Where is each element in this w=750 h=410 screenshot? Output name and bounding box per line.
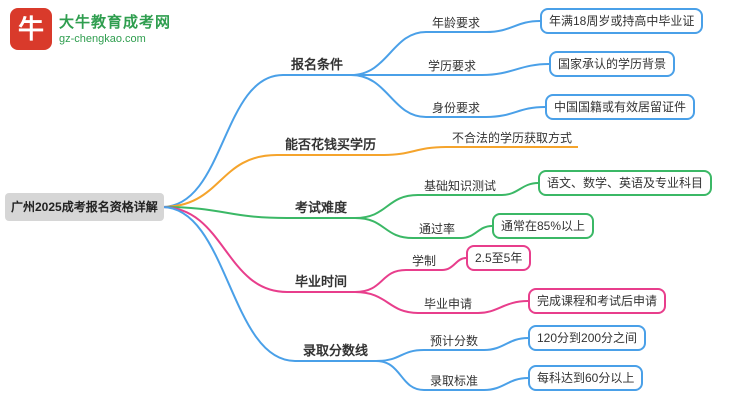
mindmap-root: 广州2025成考报名资格详解 [5,193,164,221]
node-education-requirement: 学历要求 [422,58,482,76]
logo-bull-icon: 牛 [10,8,52,50]
leaf-study-duration-value: 2.5至5年 [466,245,532,271]
node-graduation-application: 毕业申请 [418,296,478,314]
branch1-connectors [161,20,550,208]
leaf-estimated-score-value: 120分到200分之间 [528,325,647,351]
branch5-connectors [161,206,529,391]
branch-buy-diploma: 能否花钱买学历 [277,136,384,156]
leaf-admission-standard-value: 每科达到60分以上 [528,365,644,391]
node-admission-standard: 录取标准 [424,373,484,391]
node-study-duration: 学制 [406,253,442,271]
branch2-connectors [161,146,447,208]
branch3-connectors [161,182,539,239]
node-pass-rate: 通过率 [413,221,461,239]
node-age-requirement: 年龄要求 [426,15,486,33]
node-identity-requirement: 身份要求 [426,100,486,118]
logo-bull-glyph: 牛 [17,14,44,44]
node-estimated-score: 预计分数 [424,333,484,351]
branch-admission-score: 录取分数线 [295,342,376,362]
site-name: 大牛教育成考网 [59,13,172,31]
leaf-identity-requirement-value: 中国国籍或有效居留证件 [545,94,696,120]
node-basic-knowledge-test: 基础知识测试 [418,178,502,196]
site-url: gz-chengkao.com [59,32,146,45]
branch-registration-conditions: 报名条件 [283,56,351,76]
leaf-age-requirement-value: 年满18周岁或持高中毕业证 [540,8,704,34]
branch4-connectors [161,206,529,314]
leaf-graduation-application-value: 完成课程和考试后申请 [528,288,667,314]
leaf-education-requirement-value: 国家承认的学历背景 [549,51,676,77]
logo-text-block: 大牛教育成考网 gz-chengkao.com [59,13,171,46]
leaf-basic-knowledge-test-value: 语文、数学、英语及专业科目 [538,170,713,196]
site-logo: 牛 大牛教育成考网 gz-chengkao.com [10,8,171,50]
branch-graduation-time: 毕业时间 [287,273,355,293]
branch-exam-difficulty: 考试难度 [287,199,355,219]
leaf-buy-diploma-value: 不合法的学历获取方式 [446,130,578,148]
leaf-pass-rate-value: 通常在85%以上 [492,213,595,239]
